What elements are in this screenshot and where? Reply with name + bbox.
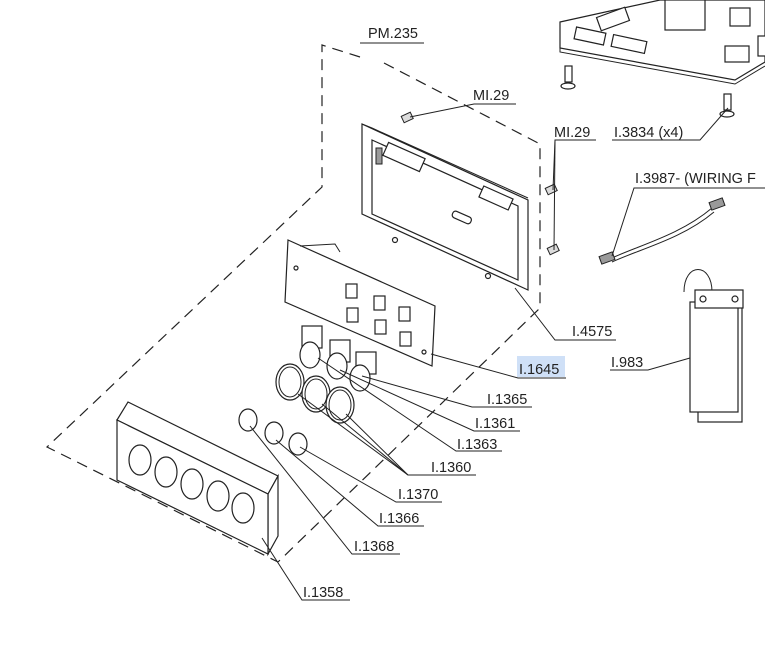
mounting-frame (361, 123, 529, 291)
label-i1363: I.1363 (457, 437, 497, 453)
label-i3834: I.3834 (x4) (614, 125, 683, 141)
symbol-buttons (238, 408, 308, 456)
label-i3987: I.3987- (WIRING F (635, 171, 756, 187)
label-highlight (517, 356, 565, 377)
standoff-screws (560, 65, 735, 118)
bezel-rings (275, 363, 355, 424)
assembly-outline (45, 44, 541, 563)
label-i1358: I.1358 (303, 585, 343, 601)
label-i983: I.983 (611, 355, 643, 371)
callout-labels: PM.235 MI.29 MI.29 I.3834 (x4) I.3987- (… (303, 26, 756, 601)
control-pcb (284, 239, 436, 367)
pcb-board (559, 0, 765, 85)
front-panel (116, 401, 279, 557)
label-i1366: I.1366 (379, 511, 419, 527)
label-i1370: I.1370 (398, 487, 438, 503)
label-i1361: I.1361 (475, 416, 515, 432)
leader-lines (249, 42, 765, 601)
button-caps (299, 325, 377, 392)
label-i1368: I.1368 (354, 539, 394, 555)
label-mi29-right: MI.29 (554, 125, 590, 141)
label-i1645: I.1645 (519, 362, 559, 378)
transformer (683, 269, 744, 423)
label-i1360: I.1360 (431, 460, 471, 476)
label-pm235: PM.235 (368, 26, 418, 42)
label-i1365: I.1365 (487, 392, 527, 408)
pcb-buttons (345, 283, 412, 347)
label-mi29-top: MI.29 (473, 88, 509, 104)
wiring-harness (598, 197, 726, 265)
label-i4575: I.4575 (572, 324, 612, 340)
